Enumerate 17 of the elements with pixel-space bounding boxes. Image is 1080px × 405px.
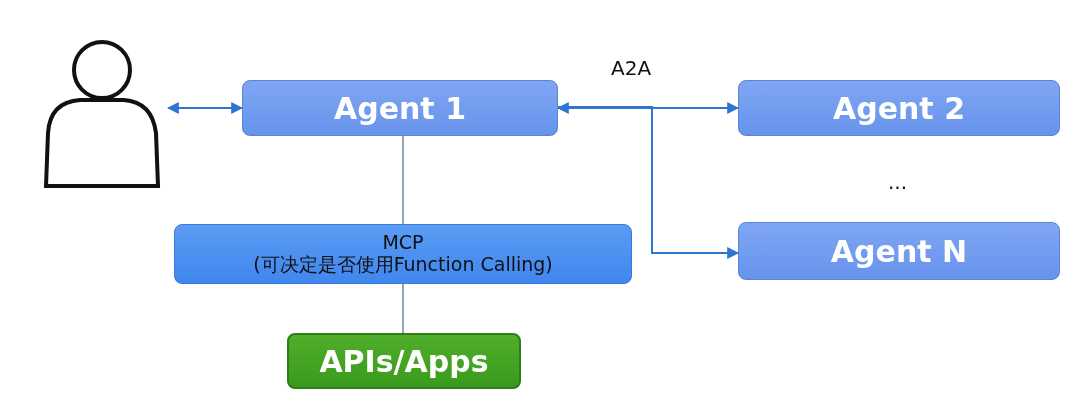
agent-box — [738, 80, 1060, 136]
protocol-text: (可决定是否使用Function Calling) — [253, 254, 553, 276]
api-box — [287, 333, 521, 389]
ellipsis-text: ... — [888, 170, 908, 194]
protocol-box — [174, 224, 632, 284]
connector-line — [402, 283, 404, 334]
arrow — [166, 102, 244, 114]
arrow — [556, 102, 740, 114]
arrow — [557, 106, 740, 259]
box-title: APIs/Apps — [319, 343, 489, 379]
box-title: Agent 2 — [832, 90, 966, 126]
agent-box — [242, 80, 558, 136]
box-title: Agent N — [830, 233, 968, 269]
connector-line — [402, 135, 404, 225]
protocol-text: MCP — [382, 232, 424, 254]
agent-box — [738, 222, 1060, 280]
box-title: Agent 1 — [333, 90, 467, 126]
